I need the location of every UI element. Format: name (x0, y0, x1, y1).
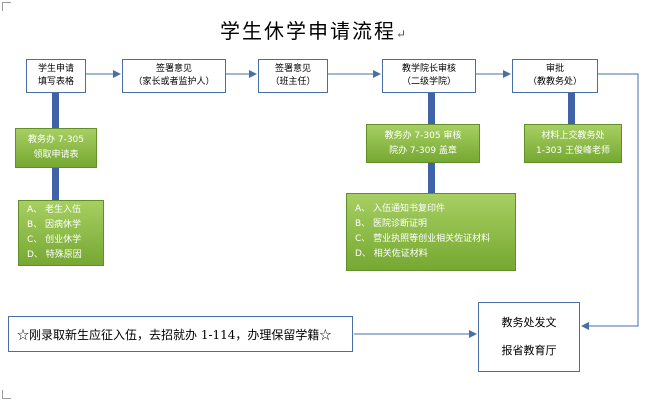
note-reasons-line1: A、 老生入伍 (27, 205, 82, 215)
step-teacher-sign-line2: （班主任） (270, 77, 316, 87)
note-submit: 材料上交教务处 1-303 王俊峰老师 (524, 124, 622, 163)
note-reasons-line4: D、 特殊原因 (27, 250, 82, 260)
paragraph-mark-icon: ↵ (396, 27, 407, 41)
note-review-stamp: 教务办 7-305 审核 院办 7-309 盖章 (366, 124, 480, 163)
note-materials-line2: B、 医院诊断证明 (355, 219, 428, 229)
arrow-step5-final (581, 73, 639, 330)
step-approval-line2: （教教务处） (527, 77, 582, 87)
step-apply: 学生申请 填写表格 (26, 59, 86, 93)
note-materials-line1: A、 入伍通知书复印件 (355, 204, 446, 214)
connector-bar (568, 92, 575, 124)
final-step-line1: 教务处发文 (501, 316, 557, 329)
step-dean-review-line2: （二级学院） (401, 77, 456, 87)
note-submit-line2: 1-303 王俊峰老师 (535, 145, 610, 156)
step-parent-sign-line1: 签署意见 (155, 64, 192, 74)
note-materials-line3: C、 营业执照等创业相关佐证材料 (355, 234, 491, 244)
note-materials: A、 入伍通知书复印件 B、 医院诊断证明 C、 营业执照等创业相关佐证材料 D… (346, 193, 516, 271)
final-step-line2: 报省教育厅 (501, 344, 557, 357)
step-teacher-sign: 签署意见 （班主任） (258, 59, 328, 93)
connector-bar (428, 163, 435, 193)
note-fetch-form: 教务办 7-305 领取申请表 (15, 128, 97, 168)
title-text: 学生休学申请流程 (220, 19, 396, 43)
note-reasons: A、 老生入伍 B、 因病休学 C、 创业休学 D、 特殊原因 (18, 200, 104, 266)
enlistment-notice: ☆刚录取新生应征入伍，去招就办 1-114，办理保留学籍☆ (8, 316, 353, 352)
connector-bar (428, 92, 435, 124)
connector-bar (52, 93, 59, 129)
step-apply-line2: 填写表格 (37, 77, 74, 87)
note-review-stamp-line1: 教务办 7-305 审核 (384, 130, 462, 141)
step-dean-review: 教学院长审核 （二级学院） (382, 59, 476, 93)
note-submit-line1: 材料上交教务处 (541, 130, 605, 141)
page-corner-mark-bottom (2, 390, 11, 399)
note-reasons-line2: B、 因病休学 (27, 220, 82, 230)
step-parent-sign: 签署意见 （家长或者监护人） (122, 59, 226, 93)
connector-bar (52, 168, 59, 200)
final-step: 教务处发文 报省教育厅 (478, 302, 580, 372)
step-approval: 审批 （教教务处） (512, 59, 598, 93)
note-reasons-line3: C、 创业休学 (27, 235, 82, 245)
step-approval-line1: 审批 (545, 64, 564, 74)
note-materials-line4: D、 相关佐证材料 (355, 249, 428, 259)
note-fetch-form-line1: 教务办 7-305 (27, 135, 84, 145)
step-apply-line1: 学生申请 (37, 64, 74, 74)
page-title: 学生休学申请流程↵ (220, 15, 450, 44)
step-teacher-sign-line1: 签署意见 (274, 64, 311, 74)
note-review-stamp-line2: 院办 7-309 盖章 (389, 145, 457, 156)
step-dean-review-line1: 教学院长审核 (401, 64, 456, 74)
page-corner-mark-top (2, 2, 11, 11)
note-fetch-form-line2: 领取申请表 (33, 150, 79, 160)
step-parent-sign-line2: （家长或者监护人） (133, 77, 215, 87)
enlistment-notice-text: ☆刚录取新生应征入伍，去招就办 1-114，办理保留学籍☆ (17, 327, 332, 342)
